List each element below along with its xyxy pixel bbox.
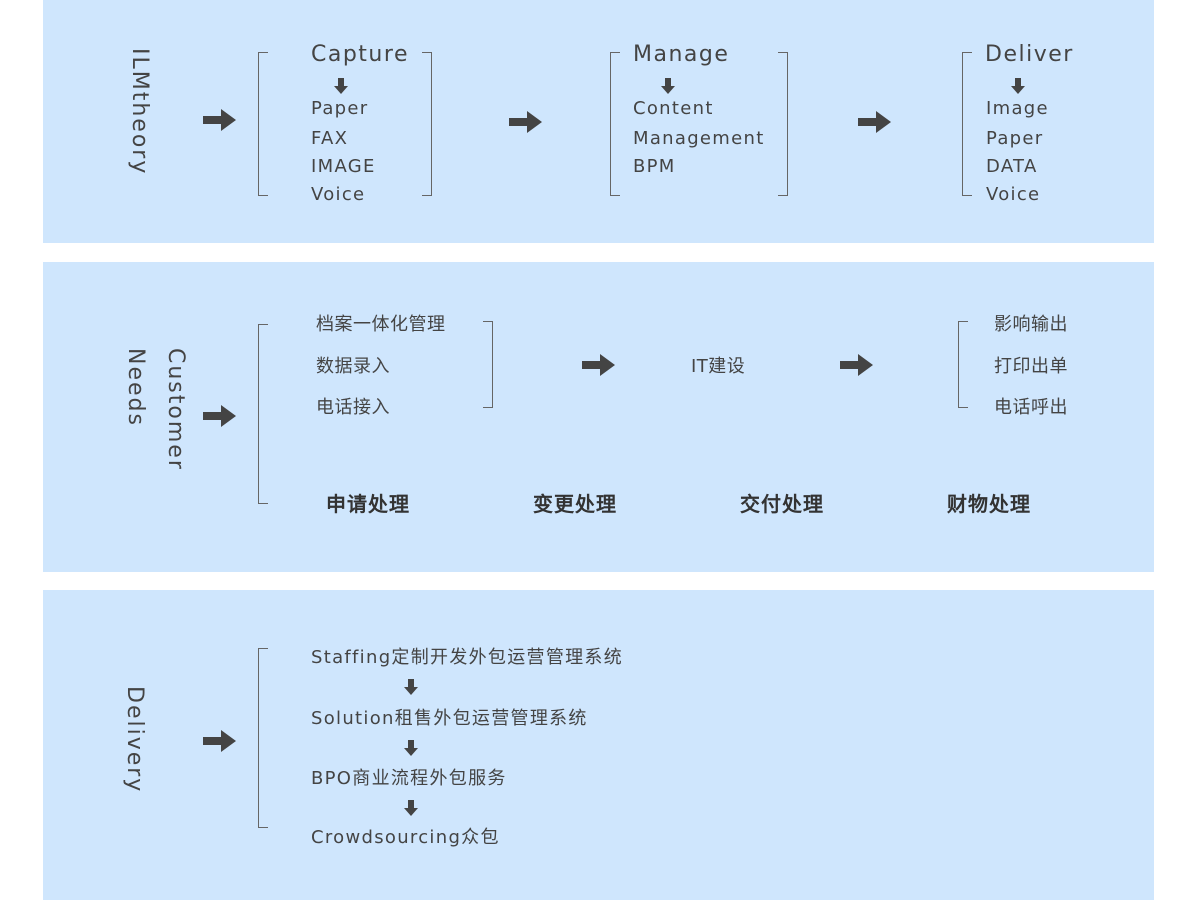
capture-bracket-left: [258, 52, 268, 196]
needs-outputs-bracket-left: [958, 321, 968, 408]
manage-item: Management: [633, 128, 765, 149]
delivery-step: Crowdsourcing众包: [311, 827, 500, 848]
needs-input-item: 数据录入: [316, 356, 390, 377]
delivery-panel: Delivery Staffing定制开发外包运营管理系统 Solution租售…: [43, 590, 1154, 900]
customer-needs-title-line2: Needs: [123, 348, 148, 427]
arrow-right-icon: [509, 110, 543, 134]
arrow-down-icon: [334, 78, 348, 94]
arrow-right-icon: [840, 353, 874, 377]
deliver-item: Image: [986, 98, 1049, 119]
delivery-step: Solution租售外包运营管理系统: [311, 708, 588, 729]
deliver-item: Voice: [986, 184, 1041, 205]
capture-item: Voice: [311, 184, 366, 205]
process-label: 申请处理: [326, 492, 410, 516]
arrow-down-icon: [404, 679, 418, 695]
process-label: 财物处理: [947, 492, 1031, 516]
needs-bracket-left: [258, 324, 268, 504]
capture-item: IMAGE: [311, 156, 376, 177]
capture-item: Paper: [311, 98, 369, 119]
ilm-theory-title: ILMtheory: [127, 48, 152, 176]
manage-title: Manage: [633, 42, 730, 67]
capture-item: FAX: [311, 128, 349, 149]
arrow-right-icon: [203, 404, 237, 428]
process-label: 交付处理: [740, 492, 824, 516]
delivery-bracket-left: [258, 648, 268, 828]
arrow-right-icon: [582, 353, 616, 377]
arrow-down-icon: [404, 740, 418, 756]
deliver-bracket-left: [962, 52, 972, 196]
arrow-right-icon: [858, 110, 892, 134]
manage-bracket-left: [610, 52, 620, 196]
arrow-down-icon: [404, 800, 418, 816]
needs-input-item: 档案一体化管理: [316, 314, 446, 335]
it-construction-label: IT建设: [691, 356, 746, 377]
manage-bracket-right: [778, 52, 788, 196]
manage-item: BPM: [633, 156, 676, 177]
arrow-right-icon: [203, 108, 237, 132]
arrow-down-icon: [661, 78, 675, 94]
manage-item: Content: [633, 98, 714, 119]
process-label: 变更处理: [533, 492, 617, 516]
needs-input-item: 电话接入: [316, 397, 390, 418]
delivery-title: Delivery: [122, 686, 147, 794]
needs-output-item: 电话呼出: [994, 397, 1068, 418]
delivery-step: Staffing定制开发外包运营管理系统: [311, 647, 624, 668]
delivery-step: BPO商业流程外包服务: [311, 768, 507, 789]
customer-needs-panel: Customer Needs 档案一体化管理 数据录入 电话接入 IT建设 影响…: [43, 262, 1154, 572]
capture-title: Capture: [311, 42, 409, 67]
deliver-item: DATA: [986, 156, 1038, 177]
needs-output-item: 打印出单: [994, 356, 1068, 377]
arrow-right-icon: [203, 729, 237, 753]
capture-bracket-right: [422, 52, 432, 196]
arrow-down-icon: [1011, 78, 1025, 94]
needs-inputs-bracket-right: [483, 321, 493, 408]
deliver-title: Deliver: [985, 42, 1074, 67]
customer-needs-title: Customer Needs: [115, 348, 195, 471]
needs-output-item: 影响输出: [994, 314, 1068, 335]
ilm-theory-panel: ILMtheory Capture Paper FAX IMAGE Voice …: [43, 0, 1154, 243]
deliver-item: Paper: [986, 128, 1044, 149]
customer-needs-title-line1: Customer: [163, 348, 188, 471]
